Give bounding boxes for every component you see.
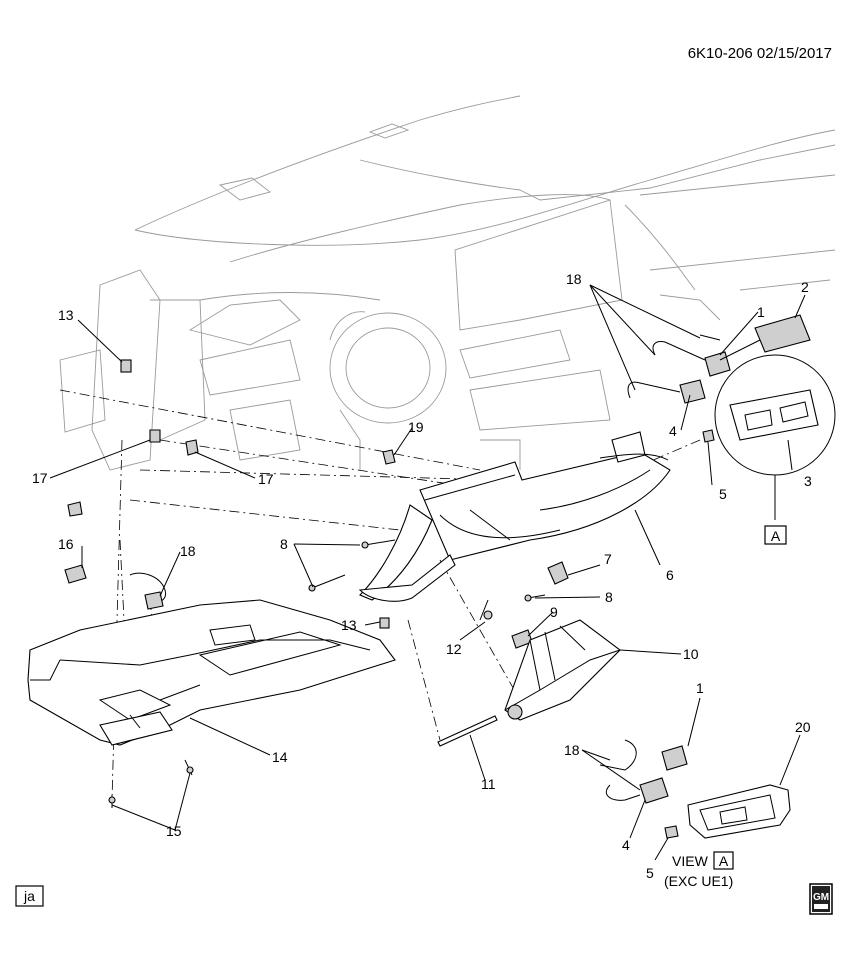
callout-12: 12 — [446, 641, 462, 657]
callout-14: 14 — [272, 749, 288, 765]
connector-16 — [64, 564, 167, 610]
callout-18: 18 — [180, 543, 196, 559]
callout-1: 1 — [757, 304, 765, 320]
artist-initials: ja — [23, 888, 35, 904]
retainer-17 — [67, 429, 199, 517]
detail-ref-label: A — [771, 528, 781, 544]
callout-9: 9 — [550, 604, 558, 620]
callout-8: 8 — [605, 589, 613, 605]
callout-13: 13 — [341, 617, 357, 633]
switch-7 — [547, 561, 569, 585]
callout-15: 15 — [166, 823, 182, 839]
callout-1: 1 — [696, 680, 704, 696]
pin-12 — [479, 599, 493, 621]
clip-19 — [382, 449, 396, 465]
dashboard-outline — [59, 95, 836, 471]
artist-initials-box — [15, 885, 44, 907]
bezel-6 — [358, 431, 671, 602]
callout-11: 11 — [481, 776, 496, 792]
view-ref-box — [713, 851, 734, 870]
diagram-header: 6K10-206 02/15/2017 — [688, 45, 832, 62]
callout-18: 18 — [566, 271, 582, 287]
callout-10: 10 — [683, 646, 699, 662]
view-label: VIEW — [672, 853, 709, 869]
detail-ref-box — [764, 525, 787, 545]
callout-16: 16 — [58, 536, 74, 552]
view-ref: A — [719, 853, 729, 869]
callout-3: 3 — [804, 473, 812, 489]
callout-2: 2 — [801, 279, 809, 295]
callout-5: 5 — [719, 486, 727, 502]
callout-19: 19 — [408, 419, 424, 435]
clip-13-lower — [379, 617, 390, 629]
callout-6: 6 — [666, 567, 674, 583]
view-a-assembly — [599, 739, 791, 839]
callout-4: 4 — [669, 423, 677, 439]
view-note: (EXC UE1) — [664, 873, 733, 889]
compartment-10 — [504, 619, 621, 721]
screws-15 — [108, 759, 194, 808]
gm-logo: GM — [809, 883, 833, 915]
clip-13-upper — [120, 359, 132, 373]
callout-8: 8 — [280, 536, 288, 552]
callout-5: 5 — [646, 865, 654, 881]
callout-4: 4 — [622, 837, 630, 853]
detail-circle — [714, 354, 836, 520]
callout-17: 17 — [32, 470, 48, 486]
callout-leaders — [49, 284, 806, 861]
callout-13: 13 — [58, 307, 74, 323]
usb-ports-upper — [627, 314, 811, 443]
rod-11 — [437, 715, 498, 747]
gm-logo-text: GM — [813, 892, 829, 903]
screws-8 — [308, 539, 546, 602]
panel-14 — [27, 599, 396, 746]
callout-7: 7 — [604, 551, 612, 567]
callout-18: 18 — [564, 742, 580, 758]
callout-20: 20 — [795, 719, 811, 735]
callout-17: 17 — [258, 471, 274, 487]
